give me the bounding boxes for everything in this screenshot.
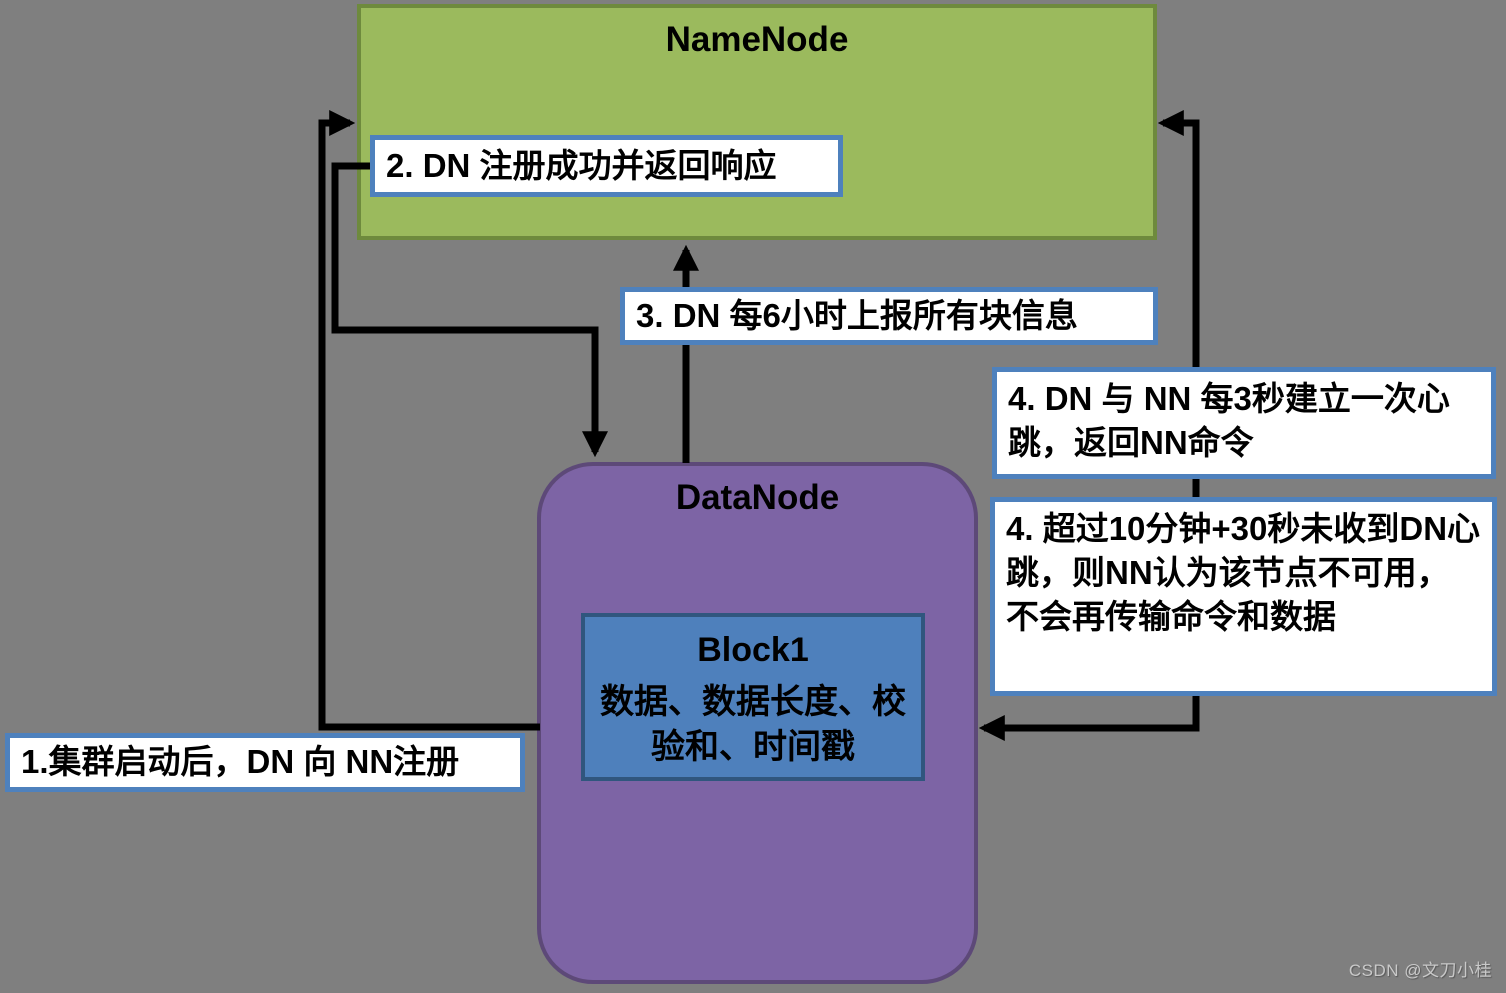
step4-heartbeat-label: 4. DN 与 NN 每3秒建立一次心跳，返回NN命令: [992, 367, 1496, 479]
block1-content: 数据、数据长度、校验和、时间戳: [600, 683, 906, 766]
namenode-box: NameNode: [357, 4, 1157, 240]
step4-timeout-label: 4. 超过10分钟+30秒未收到DN心跳，则NN认为该节点不可用，不会再传输命令…: [990, 497, 1497, 696]
block1-box: Block1 数据、数据长度、校验和、时间戳: [581, 613, 925, 781]
namenode-title: NameNode: [665, 20, 849, 59]
step3-label: 3. DN 每6小时上报所有块信息: [620, 287, 1158, 345]
step1-label: 1.集群启动后，DN 向 NN注册: [5, 733, 525, 792]
step2-label: 2. DN 注册成功并返回响应: [370, 135, 843, 197]
watermark: CSDN @文刀小桂: [1348, 961, 1492, 980]
datanode-title: DataNode: [675, 478, 840, 517]
block1-title: Block1: [697, 631, 809, 669]
